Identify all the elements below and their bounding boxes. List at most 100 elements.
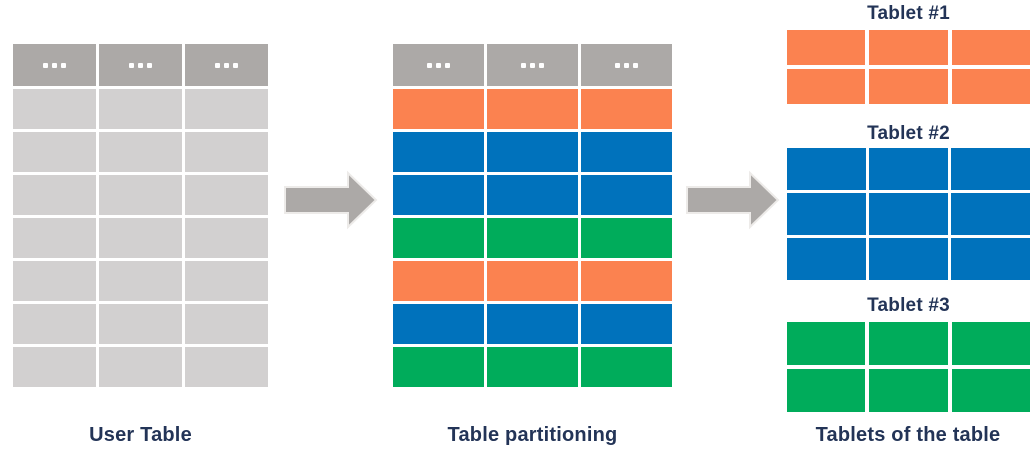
tablet-cell (787, 322, 866, 365)
tablet-cell (951, 69, 1030, 104)
tablet-cell (869, 69, 948, 104)
tablet-cell (869, 322, 948, 365)
table-cell (581, 261, 672, 301)
header-ellipsis (615, 62, 638, 68)
ellipsis-dot (138, 62, 143, 68)
table-cell (393, 132, 484, 172)
header-ellipsis (129, 62, 152, 68)
tablet-3-table (787, 322, 1030, 412)
table-cell (581, 132, 672, 172)
tablet-2-title: Tablet #2 (867, 123, 950, 144)
table-cell (99, 347, 182, 387)
table-header-cell (393, 44, 484, 86)
table-cell (13, 132, 96, 172)
table-cell (185, 218, 268, 258)
table-cell (487, 218, 578, 258)
header-ellipsis (215, 62, 238, 68)
ellipsis-dot (147, 62, 152, 68)
table-cell (13, 89, 96, 129)
table-cell (393, 89, 484, 129)
table-cell (487, 347, 578, 387)
ellipsis-dot (129, 62, 134, 68)
table-cell (13, 304, 96, 344)
header-ellipsis (427, 62, 450, 68)
tablet-3-title: Tablet #3 (867, 295, 950, 316)
tablet-cell (869, 193, 948, 235)
right-arrow-icon (284, 170, 378, 230)
ellipsis-dot (52, 62, 57, 68)
tablet-cell (869, 148, 948, 190)
ellipsis-dot (436, 62, 441, 68)
ellipsis-dot (445, 62, 450, 68)
ellipsis-dot (61, 62, 66, 68)
ellipsis-dot (215, 62, 220, 68)
table-cell (185, 89, 268, 129)
table-cell (487, 261, 578, 301)
table-header-cell (99, 44, 182, 86)
table-cell (393, 175, 484, 215)
ellipsis-dot (530, 62, 535, 68)
tablet-cell (787, 30, 866, 65)
header-ellipsis (521, 62, 544, 68)
table-cell (487, 132, 578, 172)
tablet-cell (787, 369, 866, 412)
table-cell (99, 175, 182, 215)
tablet-cell (951, 193, 1030, 235)
table-cell (393, 304, 484, 344)
ellipsis-dot (224, 62, 229, 68)
ellipsis-dot (624, 62, 629, 68)
table-cell (487, 304, 578, 344)
table-cell (393, 218, 484, 258)
ellipsis-dot (615, 62, 620, 68)
tablets-of-table-label: Tablets of the table (815, 424, 1001, 446)
table-cell (581, 89, 672, 129)
tablet-cell (869, 238, 948, 280)
table-header-cell (487, 44, 578, 86)
tablet-cell (787, 193, 866, 235)
table-cell (99, 304, 182, 344)
table-cell (185, 347, 268, 387)
table-cell (185, 261, 268, 301)
table-cell (393, 347, 484, 387)
right-arrow-icon (686, 170, 780, 230)
ellipsis-dot (43, 62, 48, 68)
tablet-cell (787, 148, 866, 190)
table-cell (13, 175, 96, 215)
table-cell (393, 261, 484, 301)
header-ellipsis (43, 62, 66, 68)
table-header-cell (185, 44, 268, 86)
table-cell (13, 218, 96, 258)
tablet-2-table (787, 148, 1030, 280)
tablet-1-title: Tablet #1 (867, 3, 950, 24)
table-cell (185, 304, 268, 344)
tablet-1-table (787, 30, 1030, 104)
table-cell (185, 132, 268, 172)
tablet-cell (869, 369, 948, 412)
table-cell (99, 261, 182, 301)
table-cell (99, 89, 182, 129)
table-cell (581, 218, 672, 258)
tablet-cell (951, 148, 1030, 190)
table-cell (581, 347, 672, 387)
tablet-cell (869, 30, 948, 65)
table-header-cell (581, 44, 672, 86)
table-cell (487, 89, 578, 129)
table-partitioning-label: Table partitioning (447, 424, 618, 446)
table-cell (99, 218, 182, 258)
user-table-label: User Table (89, 424, 192, 446)
ellipsis-dot (233, 62, 238, 68)
table-cell (185, 175, 268, 215)
table-cell (13, 261, 96, 301)
table-cell (487, 175, 578, 215)
table-header-cell (13, 44, 96, 86)
tablet-cell (951, 238, 1030, 280)
ellipsis-dot (521, 62, 526, 68)
ellipsis-dot (539, 62, 544, 68)
table-cell (581, 304, 672, 344)
tablet-cell (787, 238, 866, 280)
ellipsis-dot (633, 62, 638, 68)
tablet-cell (951, 30, 1030, 65)
table-cell (99, 132, 182, 172)
tablet-cell (787, 69, 866, 104)
ellipsis-dot (427, 62, 432, 68)
